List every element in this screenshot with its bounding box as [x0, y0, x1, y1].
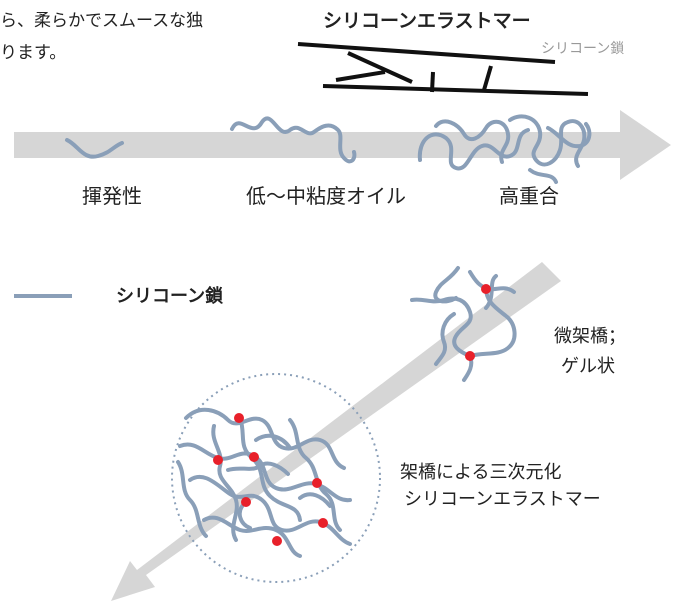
- volatile-chain-icon: [65, 138, 124, 159]
- label-crosslink-3d: 架橋による三次元化: [400, 462, 562, 483]
- intro-text-line-2: ります。: [0, 43, 67, 63]
- label-silicone-elastomer: シリコーンエラストマー: [404, 489, 601, 510]
- gel-crosslink-points: [465, 284, 491, 361]
- elastomer-chain-label: シリコーン鎖: [541, 41, 625, 57]
- oil-chain-icon: [230, 116, 357, 164]
- progression-arrow: [14, 110, 671, 180]
- elastomer-chain-icon: [297, 42, 589, 96]
- elastomer-crosslink-points: [213, 413, 328, 546]
- label-gel: ゲル状: [561, 356, 615, 377]
- label-oil: 低〜中粘度オイル: [246, 184, 406, 208]
- intro-text-line-1: ら、柔らかでスムースな独: [0, 11, 204, 31]
- crosslink-arrow: [111, 262, 561, 601]
- label-high-polymer: 高重合: [499, 184, 559, 208]
- legend-label: シリコーン鎖: [116, 286, 224, 307]
- elastomer-circle: [171, 373, 381, 583]
- label-volatile: 揮発性: [82, 184, 142, 208]
- gel-chain-icon: [410, 266, 517, 382]
- elastomer-title: シリコーンエラストマー: [323, 10, 531, 32]
- high-polymer-chain-icon: [417, 114, 592, 184]
- label-micro-crosslink: 微架橋；: [554, 326, 626, 347]
